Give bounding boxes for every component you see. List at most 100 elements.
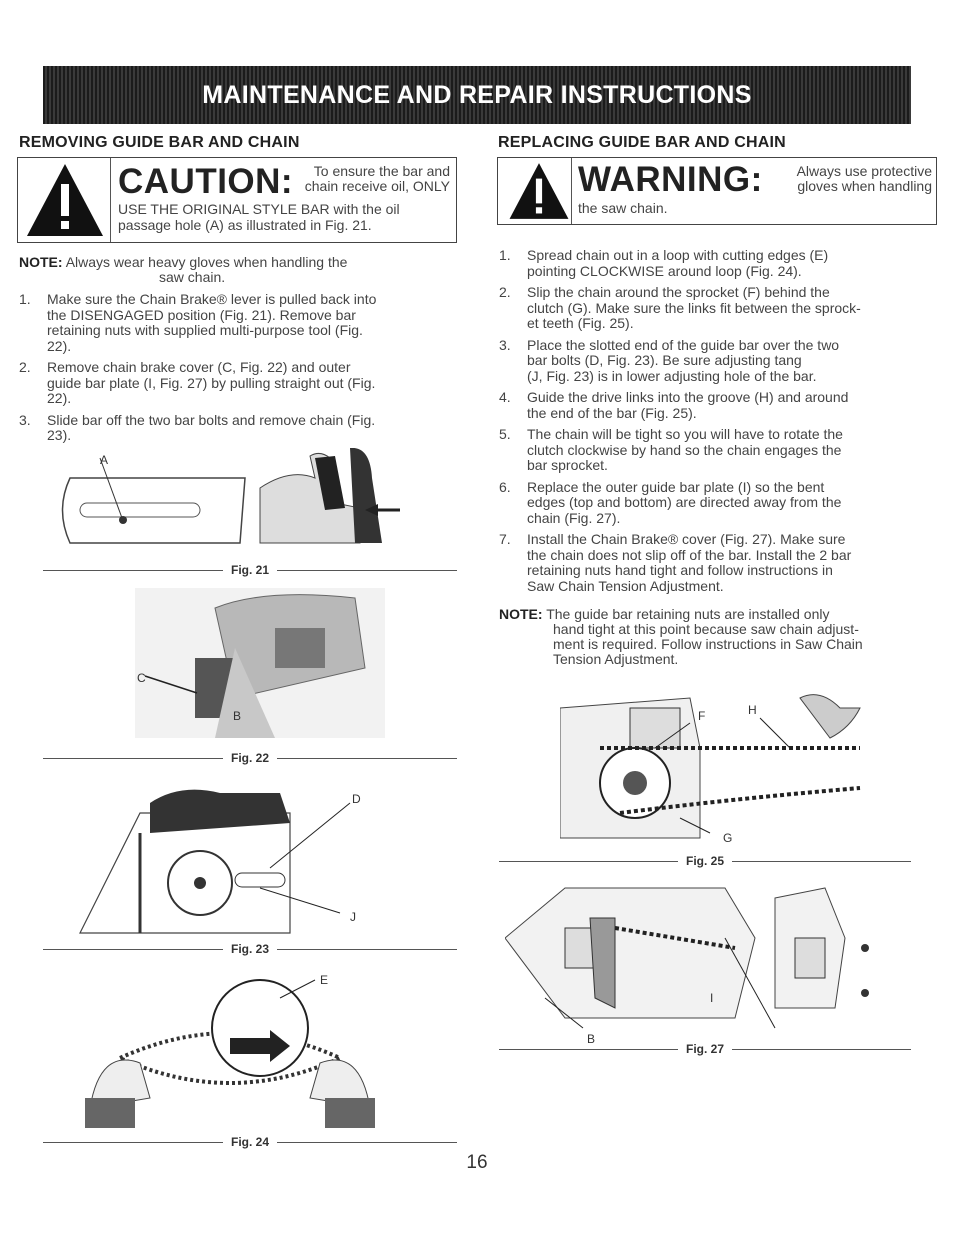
figure-caption-text: Fig. 24 — [231, 1135, 270, 1149]
fig22-label-b: B — [233, 709, 241, 723]
step-line: retaining nuts with supplied multi-purpo… — [47, 322, 363, 338]
fig23-caption: Fig. 23 — [43, 941, 458, 957]
fig24-caption: Fig. 24 — [43, 1134, 458, 1150]
right-note: NOTE: The guide bar retaining nuts are i… — [499, 607, 919, 667]
step-line: the chain does not slip off of the bar. … — [527, 546, 852, 563]
note-label: NOTE: — [19, 254, 63, 270]
step-line: Make sure the Chain Brake® lever is pull… — [47, 291, 377, 307]
fig25-label-f: F — [698, 709, 705, 723]
fig23-label-j: J — [350, 910, 356, 924]
step-line: et teeth (Fig. 25). — [527, 315, 634, 331]
caution-body-line: passage hole (A) as illustrated in Fig. … — [118, 217, 372, 233]
step-line: bar bolts (D, Fig. 23). Be sure adjustin… — [527, 352, 802, 368]
warning-body-line: the saw chain. — [578, 200, 668, 216]
step-line: guide bar plate (I, Fig. 27) by pulling … — [47, 374, 376, 391]
step-number: 1. — [19, 291, 31, 307]
warning-body: the saw chain. — [578, 200, 668, 216]
step-line: Remove chain brake cover (C, Fig. 22) an… — [47, 359, 351, 375]
warning-side-line: Always use protective — [796, 163, 932, 179]
list-item: 5. The chain will be tight so you will h… — [499, 426, 919, 474]
alert-divider — [571, 158, 572, 224]
note-line: The guide bar retaining nuts are install… — [546, 606, 830, 622]
list-item: 1. Spread chain out in a loop with cutti… — [499, 247, 919, 279]
fig23-illustration: D J — [79, 789, 361, 934]
left-note: NOTE: Always wear heavy gloves when hand… — [19, 255, 455, 285]
step-line: retaining nuts hand tight and follow ins… — [527, 562, 833, 578]
note-label: NOTE: — [499, 606, 543, 622]
caution-side-line: To ensure the bar and — [313, 163, 450, 179]
fig27-caption: Fig. 27 — [499, 1041, 912, 1057]
fig21-illustration: A — [61, 448, 400, 544]
section-banner: MAINTENANCE AND REPAIR INSTRUCTIONS — [43, 66, 911, 124]
caution-word: CAUTION: — [118, 162, 294, 201]
caution-body: USE THE ORIGINAL STYLE BAR with the oil … — [118, 201, 400, 233]
fig21-caption: Fig. 21 — [43, 562, 458, 578]
step-line: the DISENGAGED position (Fig. 21). Remov… — [47, 306, 356, 323]
step-line: Slip the chain around the sprocket (F) b… — [527, 284, 830, 300]
fig25-label-h: H — [748, 703, 757, 717]
warning-word: WARNING: — [578, 160, 763, 199]
fig24-illustration: E — [85, 973, 375, 1128]
step-line: 22). — [47, 390, 72, 406]
step-line: 23). — [47, 427, 72, 443]
figure-caption-text: Fig. 27 — [686, 1042, 725, 1056]
fig27-illustration: I B — [505, 887, 869, 1043]
fig21-label-a: A — [100, 453, 108, 467]
note-line: hand tight at this point because saw cha… — [553, 621, 859, 637]
fig22-caption: Fig. 22 — [43, 750, 458, 766]
fig23-label-d: D — [352, 792, 361, 806]
step-line: chain (Fig. 27). — [527, 509, 621, 526]
list-item: 7. Install the Chain Brake® cover (Fig. … — [499, 531, 919, 594]
step-line: Install the Chain Brake® cover (Fig. 27)… — [527, 531, 846, 547]
figure-caption-text: Fig. 21 — [231, 563, 270, 577]
step-line: Slide bar off the two bar bolts and remo… — [47, 411, 376, 428]
step-number: 1. — [499, 247, 511, 263]
step-number: 5. — [499, 426, 511, 442]
right-heading: REPLACING GUIDE BAR AND CHAIN — [498, 134, 786, 151]
note-line: ment is required. Follow instructions in… — [553, 636, 863, 652]
caution-body-line: USE THE ORIGINAL STYLE BAR with the oil — [118, 201, 400, 217]
caution-side-line: chain receive oil, ONLY — [304, 178, 450, 194]
step-line: pointing CLOCKWISE around loop (Fig. 24)… — [527, 262, 802, 279]
warning-box: WARNING: Always use protective gloves wh… — [497, 157, 937, 225]
step-line: Spread chain out in a loop with cutting … — [527, 247, 829, 263]
fig27-label-b: B — [587, 1032, 595, 1043]
step-number: 2. — [499, 284, 511, 300]
note-line: Always wear heavy gloves when handling t… — [65, 254, 348, 270]
warning-side-text: Always use protective gloves when handli… — [797, 164, 932, 194]
note-line: Tension Adjustment. — [553, 651, 679, 667]
step-line: clutch (G). Make sure the links fit betw… — [527, 299, 861, 316]
step-line: Replace the outer guide bar plate (I) so… — [527, 478, 825, 495]
fig27-label-i: I — [710, 991, 713, 1005]
left-heading: REMOVING GUIDE BAR AND CHAIN — [19, 134, 300, 151]
caution-box: CAUTION: To ensure the bar and chain rec… — [17, 157, 457, 243]
warning-side-line: gloves when handling — [797, 178, 932, 194]
alert-divider — [110, 158, 111, 242]
step-number: 2. — [19, 359, 31, 375]
fig25-label-g: G — [723, 831, 732, 845]
step-line: Place the slotted end of the guide bar o… — [527, 336, 840, 353]
step-line: Guide the drive links into the groove (H… — [527, 389, 849, 405]
list-item: 2. Remove chain brake cover (C, Fig. 22)… — [19, 359, 455, 407]
step-line: bar sprocket. — [527, 457, 608, 473]
list-item: 2. Slip the chain around the sprocket (F… — [499, 284, 919, 332]
banner-title: MAINTENANCE AND REPAIR INSTRUCTIONS — [202, 80, 752, 109]
step-line: the end of the bar (Fig. 25). — [527, 404, 697, 421]
step-number: 7. — [499, 531, 511, 547]
fig24-label-e: E — [320, 973, 328, 987]
step-line: Saw Chain Tension Adjustment. — [527, 577, 724, 594]
left-steps-list: 1. Make sure the Chain Brake® lever is p… — [19, 291, 455, 450]
fig25-illustration: F H G — [560, 694, 861, 845]
fig22-label-c: C — [137, 671, 146, 685]
list-item: 3. Slide bar off the two bar bolts and r… — [19, 411, 455, 444]
step-line: The chain will be tight so you will have… — [527, 426, 843, 442]
warning-triangle-icon — [509, 163, 569, 219]
figure-caption-text: Fig. 25 — [686, 854, 725, 868]
fig22-illustration: C B — [135, 588, 385, 738]
step-line: edges (top and bottom) are directed away… — [527, 494, 842, 510]
page-number: 16 — [466, 1152, 488, 1173]
step-number: 3. — [19, 411, 31, 428]
note-line: saw chain. — [159, 269, 226, 285]
caution-side-text: To ensure the bar and chain receive oil,… — [305, 164, 450, 194]
list-item: 6. Replace the outer guide bar plate (I)… — [499, 478, 919, 527]
